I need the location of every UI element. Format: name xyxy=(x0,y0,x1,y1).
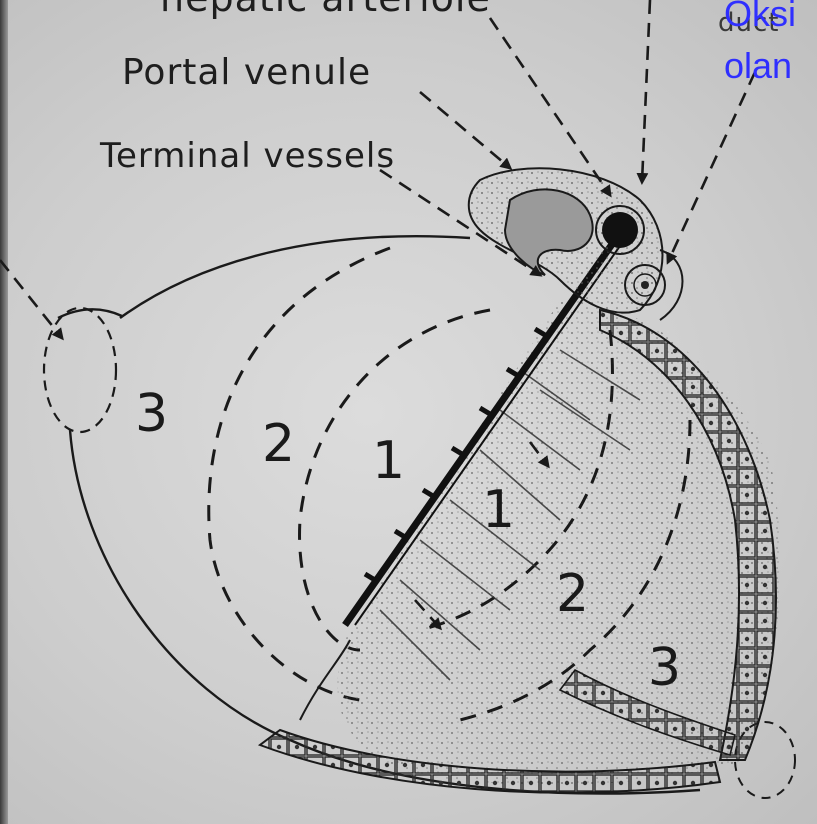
zone-label-left-3: 3 xyxy=(135,388,168,440)
zone-label-right-3: 3 xyxy=(648,642,681,694)
overlay-text-line-2: olan xyxy=(724,52,792,80)
zone-label-right-2: 2 xyxy=(556,568,589,620)
label-hepatic-arteriole: hepatic arteriole xyxy=(160,0,491,20)
zone-label-right-1: 1 xyxy=(482,484,515,536)
label-portal-venule: Portal venule xyxy=(122,52,371,93)
central-vein-left xyxy=(44,308,116,432)
label-terminal-vessels: Terminal vessels xyxy=(100,136,395,176)
zone-label-left-2: 2 xyxy=(262,418,295,470)
overlay-text-line-1: Oksi xyxy=(724,0,796,28)
hepatic-arteriole xyxy=(602,212,638,248)
zone-label-left-1: 1 xyxy=(372,435,405,487)
